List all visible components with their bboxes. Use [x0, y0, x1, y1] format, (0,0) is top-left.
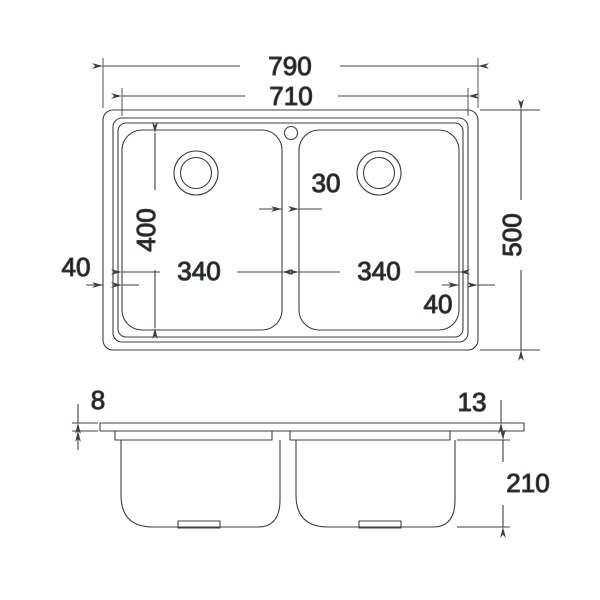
- dim-label-13: 13: [458, 387, 487, 417]
- dim-label-400: 400: [131, 208, 161, 251]
- drain-pad-right: [358, 520, 402, 529]
- bowl-right-section-outline: [289, 431, 451, 441]
- section-extension-lines: [72, 422, 524, 528]
- plan-view: 790 710 500 400: [61, 50, 540, 361]
- bowl-left-body-outline: [120, 440, 281, 528]
- dim-label-40-right: 40: [424, 289, 453, 319]
- sink-cutout-outline: [112, 117, 469, 343]
- drain-left-outer-icon: [173, 150, 219, 196]
- dim-label-40-left: 40: [62, 252, 91, 282]
- dim-label-710: 710: [269, 81, 312, 111]
- bowl-left-outline: [121, 129, 283, 331]
- dim-label-210: 210: [506, 468, 549, 498]
- bowl-left-section-outline: [114, 431, 273, 441]
- drain-pad-left: [177, 520, 221, 529]
- drain-right-outer-icon: [356, 150, 402, 196]
- dim-label-790: 790: [268, 51, 311, 81]
- drain-right-inner-icon: [362, 156, 396, 190]
- sink-outer-outline: [102, 109, 479, 351]
- dim-label-8: 8: [91, 385, 105, 415]
- dim-label-500: 500: [497, 213, 527, 256]
- sink-inner-rim-outline: [117, 122, 464, 338]
- bowl-right-outline: [298, 129, 460, 331]
- dim-label-340-left: 340: [177, 256, 220, 286]
- dim-label-30: 30: [312, 168, 341, 198]
- section-view: 8 13 210: [72, 384, 550, 538]
- plan-extension-lines: [102, 58, 540, 351]
- drain-left-inner-icon: [179, 156, 213, 190]
- top-plate-outline: [99, 422, 525, 432]
- dim-label-340-right: 340: [357, 256, 400, 286]
- faucet-hole-icon: [283, 125, 299, 141]
- bowl-right-body-outline: [295, 440, 456, 528]
